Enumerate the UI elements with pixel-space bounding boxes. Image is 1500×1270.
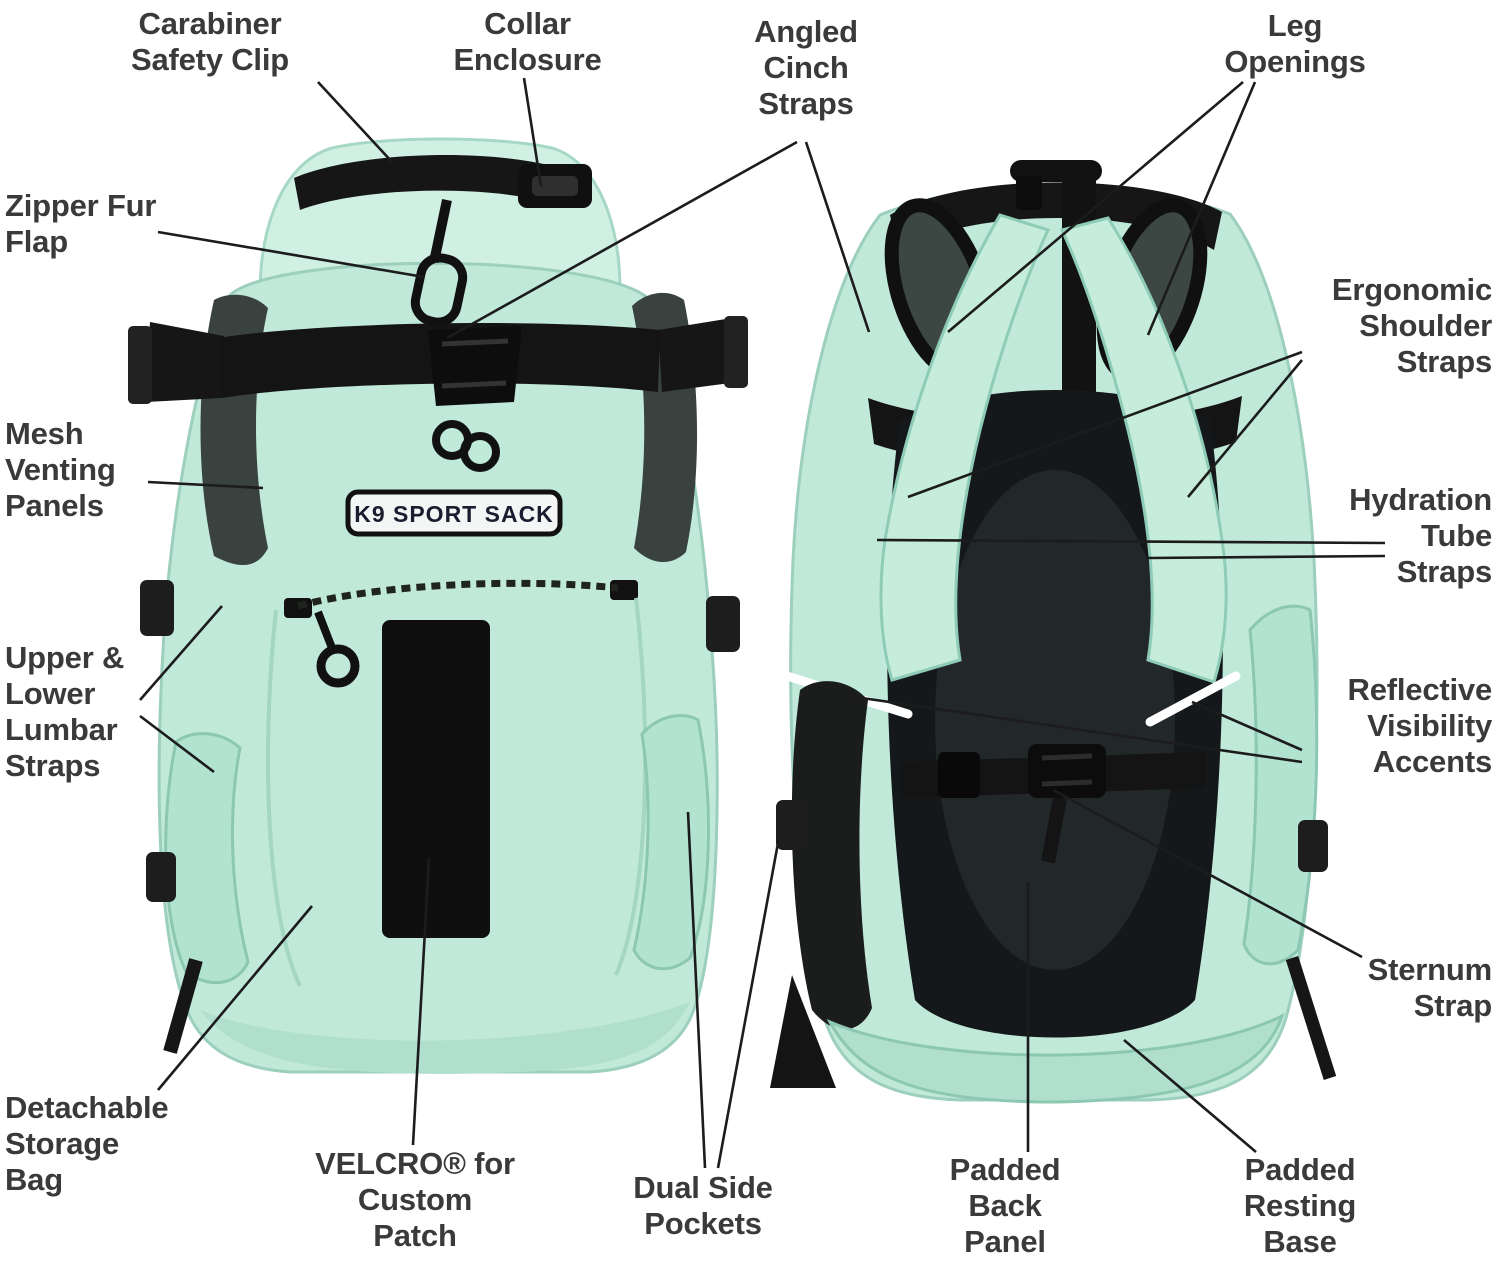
chest-strap-buckle bbox=[428, 326, 522, 406]
leader-zipper bbox=[157, 230, 425, 279]
side-pocket-back-right bbox=[1242, 604, 1319, 966]
lumbar-buckle-lower bbox=[146, 852, 176, 902]
cinch-strap-right bbox=[658, 318, 738, 392]
leader-leg-b bbox=[1146, 81, 1257, 336]
padded-resting-base bbox=[826, 1013, 1285, 1104]
sternum-buckle bbox=[1028, 744, 1106, 798]
cinch-strap-left bbox=[146, 322, 224, 402]
label-hydration-tube-straps: Hydration Tube Straps bbox=[1349, 482, 1492, 589]
leader-lines bbox=[139, 77, 1386, 1169]
sternum-dangle-strap bbox=[1041, 796, 1067, 864]
label-mesh-venting-panels: Mesh Venting Panels bbox=[5, 416, 116, 523]
top-center-clip bbox=[1016, 176, 1042, 210]
leader-shoulder-b bbox=[1187, 359, 1303, 498]
buckle-detail-line bbox=[1041, 779, 1093, 787]
leader-cinch-a bbox=[446, 140, 798, 340]
collar-enclosure-strap bbox=[294, 155, 566, 210]
leader-cinch-b bbox=[804, 141, 871, 333]
leader-mesh bbox=[147, 480, 264, 490]
side-pocket-back-left bbox=[791, 681, 872, 1030]
label-angled-cinch-straps: Angled Cinch Straps bbox=[754, 14, 858, 121]
leader-lumbar-a bbox=[139, 605, 223, 701]
dangling-strap-back-right bbox=[1285, 956, 1337, 1080]
strap-ring bbox=[460, 432, 500, 472]
back-side-buckle-left bbox=[776, 800, 804, 850]
label-padded-back-panel: Padded Back Panel bbox=[949, 1152, 1061, 1259]
label-detachable-storage-bag: Detachable Storage Bag bbox=[5, 1090, 169, 1197]
seam-line bbox=[266, 609, 302, 987]
leader-leg-a bbox=[947, 81, 1244, 333]
buckle-detail-line bbox=[441, 380, 507, 389]
carabiner-safety-clip bbox=[410, 198, 468, 327]
label-dual-side-pockets: Dual Side Pockets bbox=[633, 1170, 773, 1241]
leader-sternum bbox=[1052, 788, 1363, 959]
leader-hydration-b bbox=[1147, 554, 1386, 560]
zipper-end-tab-left bbox=[284, 598, 312, 618]
cinch-triglide-right bbox=[724, 316, 748, 388]
leader-lumbar-b bbox=[139, 714, 215, 774]
velcro-custom-patch-panel bbox=[382, 620, 490, 938]
back-side-buckle-right bbox=[1298, 820, 1328, 872]
label-sternum-strap: Sternum Strap bbox=[1367, 952, 1493, 1023]
label-leg-openings: Leg Openings bbox=[1224, 8, 1366, 79]
dangling-strap-back-left bbox=[770, 975, 836, 1088]
side-pocket-front-right bbox=[632, 714, 710, 971]
shoulder-strap-left bbox=[879, 213, 1051, 682]
buckle-detail-line bbox=[441, 338, 509, 347]
label-velcro-custom-patch: VELCRO® for Custom Patch bbox=[315, 1146, 515, 1253]
lumbar-buckle-right bbox=[706, 596, 740, 652]
buckle-detail-line bbox=[1041, 753, 1093, 761]
leader-carabiner bbox=[317, 81, 394, 164]
label-zipper-fur-flap: Zipper Fur Flap bbox=[5, 188, 157, 259]
back-panel-mesh bbox=[935, 470, 1175, 970]
collar-enclosure-buckle-slot bbox=[532, 176, 578, 196]
back-top-trim bbox=[890, 182, 1222, 252]
leader-pockets-b bbox=[716, 815, 785, 1169]
leader-shoulder-a bbox=[907, 350, 1303, 499]
lumbar-buckle-upper bbox=[140, 580, 174, 636]
leader-restingbase bbox=[1123, 1039, 1257, 1153]
brand-patch: K9 SPORT SACK bbox=[345, 489, 563, 537]
reflective-accent-right bbox=[1145, 671, 1241, 727]
label-carabiner-safety-clip: Carabiner Safety Clip bbox=[130, 6, 289, 77]
leader-reflective-a bbox=[1191, 700, 1303, 752]
front-pocket-zipper bbox=[297, 579, 619, 610]
leader-hydration-a bbox=[876, 538, 1386, 545]
zipper-pull bbox=[314, 610, 360, 688]
label-reflective-visibility-accents: Reflective Visibility Accents bbox=[1347, 672, 1493, 779]
cinch-triglide-left bbox=[128, 326, 152, 404]
dangling-strap-front bbox=[163, 958, 203, 1054]
label-padded-resting-base: Padded Resting Base bbox=[1243, 1152, 1357, 1259]
backpack-back-view bbox=[770, 160, 1337, 1104]
leader-reflective-b bbox=[847, 694, 1303, 764]
label-upper-lower-lumbar-straps: Upper & Lower Lumbar Straps bbox=[5, 640, 125, 783]
sternum-ladder-lock bbox=[938, 752, 980, 798]
leader-pockets-a bbox=[686, 811, 707, 1169]
brand-patch-text: K9 SPORT SACK bbox=[354, 501, 554, 527]
front-bottom-shade bbox=[200, 1002, 690, 1074]
seam-line bbox=[614, 597, 648, 976]
leader-collar bbox=[522, 77, 543, 187]
leader-storage bbox=[157, 905, 313, 1091]
backpack-front-view: K9 SPORT SACK bbox=[128, 137, 748, 1074]
label-collar-enclosure: Collar Enclosure bbox=[453, 6, 602, 77]
leader-velcro bbox=[411, 857, 431, 1146]
label-ergonomic-shoulder-straps: Ergonomic Shoulder Straps bbox=[1331, 272, 1492, 379]
